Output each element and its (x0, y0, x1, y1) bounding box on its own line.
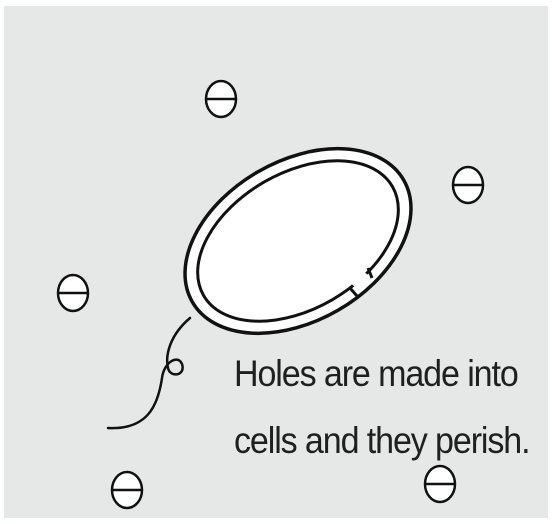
particle-4 (112, 472, 142, 508)
bacterial-cell (152, 111, 443, 372)
particle-2 (453, 167, 483, 203)
particle-3 (58, 275, 88, 311)
particle-1 (206, 81, 236, 117)
caption-line-1: Holes are made into (234, 355, 518, 392)
flagellum (108, 318, 190, 428)
particle-5 (425, 466, 455, 502)
caption-line-2: cells and they perish. (234, 422, 529, 459)
